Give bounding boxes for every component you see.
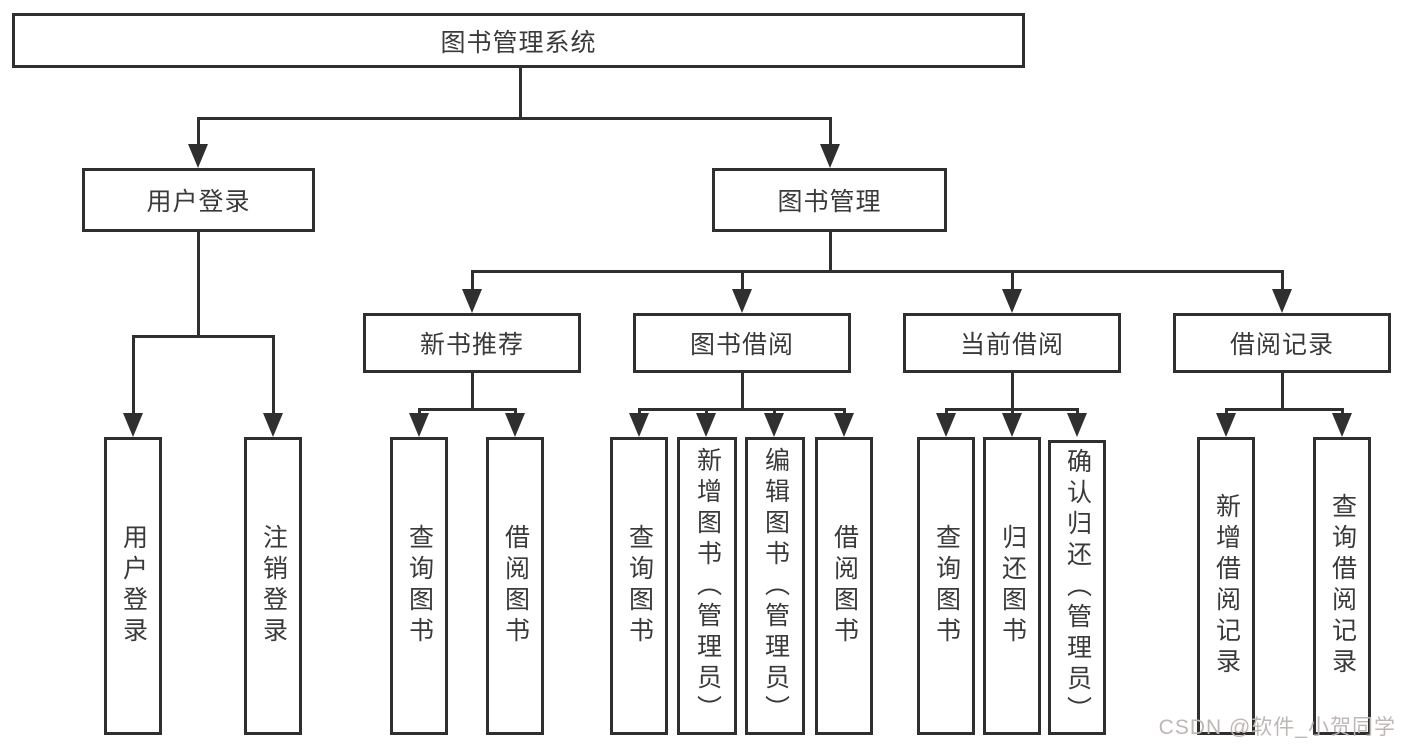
connector-vline [1280, 373, 1284, 408]
connector-vline [131, 335, 135, 417]
node-user-login-label: 用户登录 [146, 188, 251, 216]
connector-vline [513, 408, 517, 417]
node-new-book-rec: 新书推荐 [363, 313, 581, 373]
node-book-borrow-label: 图书借阅 [689, 331, 794, 359]
arrow-down-icon [462, 289, 482, 313]
connector-hline [417, 408, 517, 411]
node-current-borrow: 当前借阅 [903, 313, 1121, 373]
node-borrow-records: 借阅记录 [1173, 313, 1391, 373]
connector-vline [519, 68, 522, 120]
connector-vline [740, 270, 744, 292]
arrow-down-icon [409, 413, 429, 437]
leaf-cur-query-book-label: 查询图书 [932, 524, 961, 648]
connector-vline [197, 232, 200, 335]
connector-vline [828, 117, 832, 147]
csdn-watermark: CSDN @软件_小贺同学 [1158, 716, 1396, 739]
node-root-label: 图书管理系统 [440, 28, 597, 57]
connector-vline [704, 408, 708, 417]
connector-vline [1075, 408, 1079, 417]
connector-hline [470, 270, 1284, 273]
arrow-down-icon [123, 413, 143, 437]
connector-vline [637, 408, 641, 417]
arrow-down-icon [1002, 289, 1022, 313]
arrow-down-icon [1067, 413, 1087, 437]
connector-hline [1224, 408, 1344, 411]
node-book-borrow: 图书借阅 [633, 313, 851, 373]
arrow-down-icon [505, 413, 525, 437]
leaf-bor-add-book-admin-label: 新增图书（管理员） [693, 446, 722, 726]
node-borrow-records-label: 借阅记录 [1229, 331, 1334, 359]
arrow-down-icon [834, 413, 854, 437]
leaf-rec-borrow-book: 借阅图书 [486, 437, 544, 735]
arrow-down-icon [1332, 413, 1352, 437]
leaf-cur-query-book: 查询图书 [917, 437, 975, 735]
node-new-book-rec-label: 新书推荐 [419, 331, 524, 359]
connector-hline [637, 408, 846, 411]
leaf-cur-return-book: 归还图书 [983, 437, 1041, 735]
leaf-user-login: 用户登录 [104, 437, 162, 735]
connector-vline [842, 408, 846, 417]
arrow-down-icon [936, 413, 956, 437]
node-root: 图书管理系统 [12, 13, 1025, 68]
leaf-bor-edit-book-admin-label: 编辑图书（管理员） [761, 446, 790, 726]
leaf-bor-query-book-label: 查询图书 [625, 524, 654, 648]
arrow-down-icon [820, 144, 840, 168]
leaf-logout: 注销登录 [244, 437, 302, 735]
leaf-add-borrow-record-label: 新增借阅记录 [1212, 493, 1241, 679]
connector-vline [470, 373, 474, 408]
leaf-bor-borrow-book: 借阅图书 [815, 437, 873, 735]
connector-vline [271, 335, 275, 417]
connector-vline [417, 408, 421, 417]
arrow-down-icon [732, 289, 752, 313]
leaf-rec-borrow-book-label: 借阅图书 [501, 524, 530, 648]
node-current-borrow-label: 当前借阅 [959, 331, 1064, 359]
leaf-user-login-label: 用户登录 [119, 524, 148, 648]
connector-vline [1010, 373, 1014, 408]
node-book-mgmt: 图书管理 [712, 168, 947, 232]
leaf-bor-add-book-admin: 新增图书（管理员） [677, 437, 737, 735]
connector-vline [1340, 408, 1344, 417]
arrow-down-icon [1216, 413, 1236, 437]
connector-vline [1010, 408, 1014, 417]
connector-vline [740, 373, 744, 408]
leaf-query-borrow-record-label: 查询借阅记录 [1328, 493, 1357, 679]
arrow-down-icon [1002, 413, 1022, 437]
leaf-rec-query-book: 查询图书 [390, 437, 448, 735]
leaf-bor-borrow-book-label: 借阅图书 [830, 524, 859, 648]
leaf-bor-query-book: 查询图书 [610, 437, 668, 735]
node-book-mgmt-label: 图书管理 [777, 188, 882, 216]
arrow-down-icon [764, 413, 784, 437]
connector-vline [1224, 408, 1228, 417]
connector-vline [828, 232, 832, 272]
connector-hline [197, 117, 831, 120]
arrow-down-icon [188, 144, 208, 168]
connector-vline [470, 270, 474, 292]
arrow-down-icon [696, 413, 716, 437]
leaf-bor-edit-book-admin: 编辑图书（管理员） [745, 437, 805, 735]
leaf-cur-return-book-label: 归还图书 [998, 524, 1027, 648]
connector-vline [772, 408, 776, 417]
leaf-cur-confirm-return-admin: 确认归还（管理员） [1048, 440, 1106, 735]
connector-vline [1010, 270, 1014, 292]
connector-vline [1280, 270, 1284, 292]
arrow-down-icon [629, 413, 649, 437]
node-user-login: 用户登录 [82, 168, 315, 232]
leaf-cur-confirm-return-admin-label: 确认归还（管理员） [1063, 448, 1092, 727]
arrow-down-icon [1272, 289, 1292, 313]
leaf-add-borrow-record: 新增借阅记录 [1197, 437, 1255, 735]
leaf-logout-label: 注销登录 [259, 524, 288, 648]
connector-vline [944, 408, 948, 417]
arrow-down-icon [263, 413, 283, 437]
connector-vline [197, 117, 200, 147]
connector-hline [131, 335, 275, 338]
leaf-rec-query-book-label: 查询图书 [405, 524, 434, 648]
leaf-query-borrow-record: 查询借阅记录 [1313, 437, 1371, 735]
